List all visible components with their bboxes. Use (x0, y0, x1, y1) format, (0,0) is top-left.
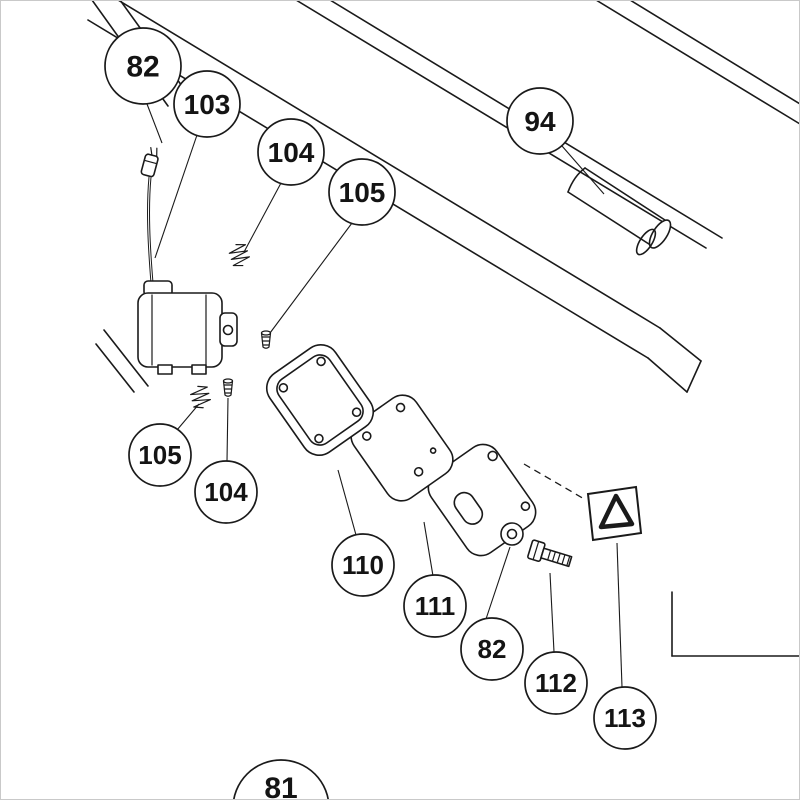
balloon-105-top[interactable]: 105 (328, 158, 396, 226)
screw-small-left (222, 378, 234, 397)
coil-mount-lug (219, 312, 238, 347)
balloon-label: 113 (604, 703, 646, 733)
balloon-circle (128, 423, 192, 487)
balloon-105-left[interactable]: 105 (128, 423, 192, 487)
balloon-label: 103 (184, 89, 231, 120)
balloon-circle (104, 27, 182, 105)
balloon-label: 110 (342, 550, 384, 580)
diaphragm-plate-111 (350, 394, 454, 502)
balloon-circle (403, 574, 467, 638)
wire-connector (140, 146, 159, 178)
housing-edge-lines (87, 0, 800, 393)
drive-shaft-tube (567, 167, 672, 256)
dashed-reference-line (523, 463, 587, 501)
ignition-coil (95, 146, 238, 393)
balloon-label: 81 (264, 772, 297, 800)
balloon-circle (506, 87, 574, 155)
balloon-label: 104 (204, 477, 248, 507)
balloon-circle (328, 158, 396, 226)
balloon-103[interactable]: 103 (173, 70, 241, 138)
gasket-110 (265, 344, 375, 456)
coil-body (137, 292, 223, 368)
balloon-94[interactable]: 94 (506, 87, 574, 155)
balloon-label: 104 (268, 137, 315, 168)
balloon-label: 105 (339, 177, 386, 208)
balloon-label: 105 (138, 440, 181, 470)
balloon-circle (460, 617, 524, 681)
spring-small-top (228, 244, 251, 267)
plate-slot-hole (453, 491, 484, 525)
balloon-label: 82 (126, 51, 159, 84)
balloon-81[interactable]: 81 (232, 759, 330, 800)
balloon-104-left[interactable]: 104 (194, 460, 258, 524)
balloon-82-top[interactable]: 82 (104, 27, 182, 105)
washer-82 (500, 522, 524, 546)
balloon-label: 112 (535, 668, 577, 698)
balloon-circle (593, 686, 657, 750)
balloon-label: 94 (524, 106, 556, 137)
balloon-110-highlighted[interactable]: 110 (331, 533, 395, 597)
balloon-label: 82 (478, 634, 507, 664)
balloon-circle (257, 118, 325, 186)
balloon-113[interactable]: 113 (593, 686, 657, 750)
warning-triangle-icon (598, 493, 635, 530)
housing-corner-bottom-right (671, 591, 800, 657)
warning-label-113 (586, 485, 643, 542)
balloon-circle (173, 70, 241, 138)
balloon-104-top[interactable]: 104 (257, 118, 325, 186)
balloon-label: 111 (415, 591, 456, 621)
bolt-112 (527, 539, 573, 568)
balloon-circle (524, 651, 588, 715)
balloon-111[interactable]: 111 (403, 574, 467, 638)
coil-mount-hole (222, 324, 234, 336)
spring-small-left (190, 385, 212, 409)
balloon-112[interactable]: 112 (524, 651, 588, 715)
balloon-circle (194, 460, 258, 524)
leader-lines (146, 103, 623, 688)
balloon-circle-highlighted (331, 533, 395, 597)
balloon-circle (232, 759, 330, 800)
screw-small-top (260, 330, 272, 349)
balloon-82-bottom[interactable]: 82 (460, 617, 524, 681)
